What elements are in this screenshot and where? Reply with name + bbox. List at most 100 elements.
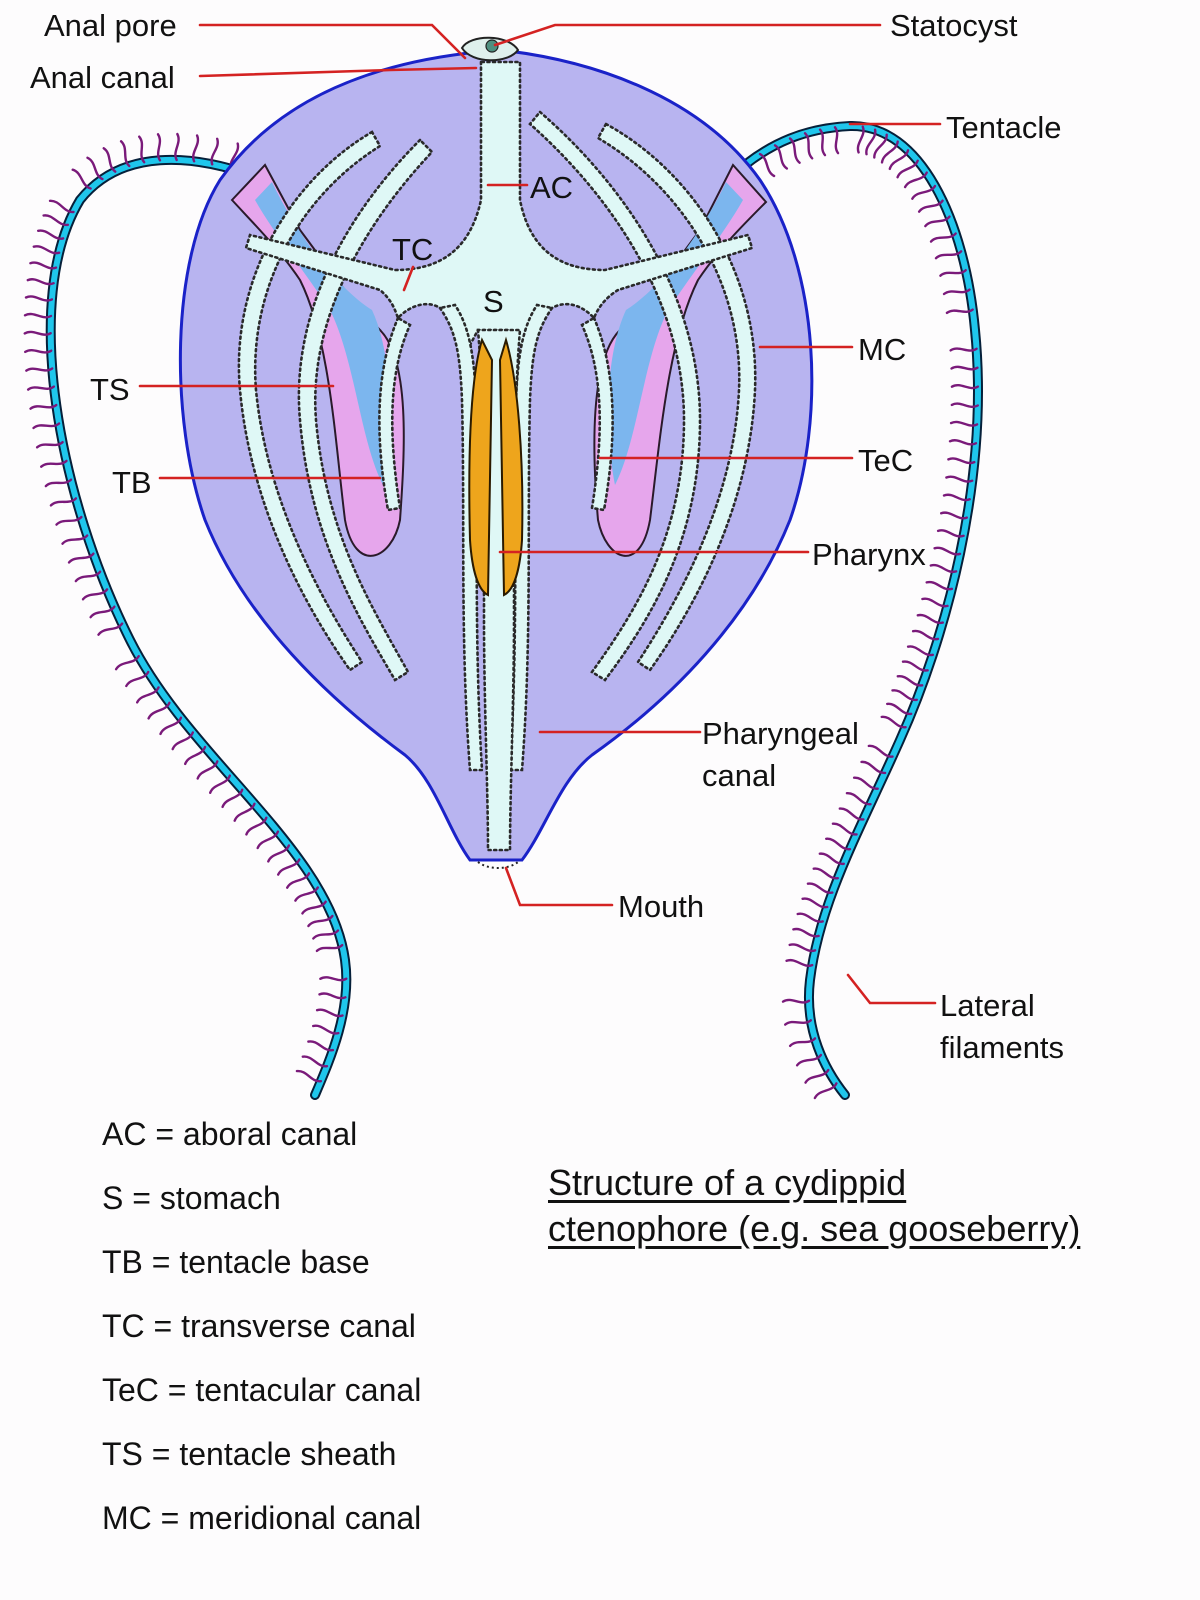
lateral-filament	[880, 715, 907, 729]
lateral-filament	[171, 731, 194, 751]
lateral-filament	[831, 822, 858, 836]
lateral-filament	[55, 515, 83, 526]
left-tentacle	[45, 154, 352, 1100]
label-pharyngeal-canal-line2: canal	[702, 758, 776, 793]
lateral-filament	[23, 330, 52, 336]
lateral-filament	[896, 675, 924, 687]
lateral-filament	[880, 140, 899, 164]
pharynx-walls	[468, 336, 524, 597]
lateral-filament	[32, 422, 61, 430]
lateral-filament	[119, 140, 131, 168]
lateral-filament	[319, 976, 348, 982]
lateral-filament	[89, 605, 116, 619]
lateral-filament	[758, 152, 776, 178]
lateral-filament	[942, 493, 971, 502]
lateral-filament	[147, 701, 171, 720]
tentacular-canals	[378, 316, 614, 512]
lateral-filament	[71, 168, 92, 190]
lateral-filament	[949, 347, 978, 352]
lateral-filament	[929, 563, 958, 574]
lateral-filament	[803, 132, 814, 160]
lateral-filament	[942, 288, 971, 296]
lateral-filament	[852, 776, 879, 790]
lateral-filament	[947, 457, 976, 465]
lateral-filament	[286, 872, 311, 889]
lateral-filament	[312, 929, 340, 940]
lateral-filament	[312, 1024, 340, 1035]
lateral-filament	[86, 156, 104, 181]
lateral-filament	[301, 1055, 329, 1068]
label-tec: TeC	[858, 443, 913, 478]
lateral-filament	[307, 1040, 335, 1052]
lateral-filament	[294, 886, 319, 902]
lateral-filament	[221, 788, 244, 809]
lateral-filament	[921, 597, 949, 608]
mouth-opening	[477, 861, 519, 869]
lateral-filament	[784, 1019, 812, 1026]
lateral-filament	[773, 144, 789, 170]
lateral-filament	[24, 348, 53, 354]
left-tentacle-sheath	[230, 163, 405, 557]
lateral-filament	[196, 760, 219, 780]
lateral-filament	[950, 402, 979, 408]
lateral-filament	[307, 914, 334, 928]
legend-item: S = stomach	[102, 1180, 281, 1216]
legend-item: TB = tentacle base	[102, 1244, 370, 1280]
lateral-filament	[40, 459, 68, 468]
lateral-filament	[67, 552, 95, 564]
leader-lines	[138, 23, 942, 1005]
lateral-filament	[812, 867, 839, 880]
legend-item: TS = tentacle sheath	[102, 1436, 397, 1472]
label-tentacle: Tentacle	[946, 110, 1061, 145]
label-s: S	[483, 284, 504, 319]
label-mouth: Mouth	[618, 889, 704, 924]
lateral-filament	[102, 147, 117, 173]
label-ac: AC	[530, 170, 573, 205]
lateral-filament	[267, 844, 291, 863]
lateral-filament	[29, 261, 58, 270]
lateral-filament	[788, 1037, 817, 1048]
lateral-filament	[917, 199, 944, 213]
label-anal-canal: Anal canal	[30, 60, 175, 95]
lateral-filament	[856, 125, 865, 154]
lateral-filament	[125, 670, 150, 688]
lateral-filament	[156, 133, 162, 162]
lateral-filament	[301, 900, 327, 915]
lateral-filament	[37, 229, 65, 240]
lateral-filament	[24, 295, 54, 302]
lateral-filament	[873, 133, 888, 159]
lateral-filament	[233, 802, 256, 822]
lateral-filament	[159, 716, 183, 736]
caption-line-2: ctenophore (e.g. sea gooseberry)	[548, 1208, 1081, 1249]
left-tentacle-base	[255, 182, 390, 485]
lateral-filament	[192, 134, 200, 163]
legend-item: TeC = tentacular canal	[102, 1372, 422, 1408]
legend-item: TC = transverse canal	[102, 1308, 416, 1344]
lateral-filament	[97, 622, 124, 636]
label-mc: MC	[858, 332, 906, 367]
label-lateral-filaments-line2: filaments	[940, 1030, 1064, 1065]
lateral-filament	[26, 278, 55, 286]
lateral-filament	[801, 897, 829, 909]
leader-statocyst	[493, 23, 882, 47]
lateral-filament	[781, 998, 811, 1004]
meridional-canals-right	[528, 110, 757, 682]
statocyst-organ	[460, 36, 520, 62]
lateral-filament	[29, 403, 58, 410]
label-pharyngeal-canal-line1: Pharyngeal	[702, 716, 859, 751]
lateral-filament	[818, 128, 827, 157]
lateral-filament	[925, 580, 954, 591]
lateral-filament	[903, 171, 928, 189]
lateral-filament	[940, 511, 968, 520]
lateral-filament	[945, 308, 974, 315]
diagram-caption: Structure of a cydippid ctenophore (e.g.…	[548, 1160, 1080, 1252]
lateral-filament	[945, 475, 974, 483]
leader-anal-pore	[198, 23, 467, 60]
lateral-filament	[136, 686, 160, 704]
lateral-filament	[114, 655, 140, 671]
label-pharynx: Pharynx	[812, 537, 926, 572]
right-tentacle-base	[608, 182, 743, 485]
lateral-filament	[886, 702, 913, 716]
lateral-filament	[245, 816, 268, 836]
legend-item: MC = meridional canal	[102, 1500, 422, 1536]
